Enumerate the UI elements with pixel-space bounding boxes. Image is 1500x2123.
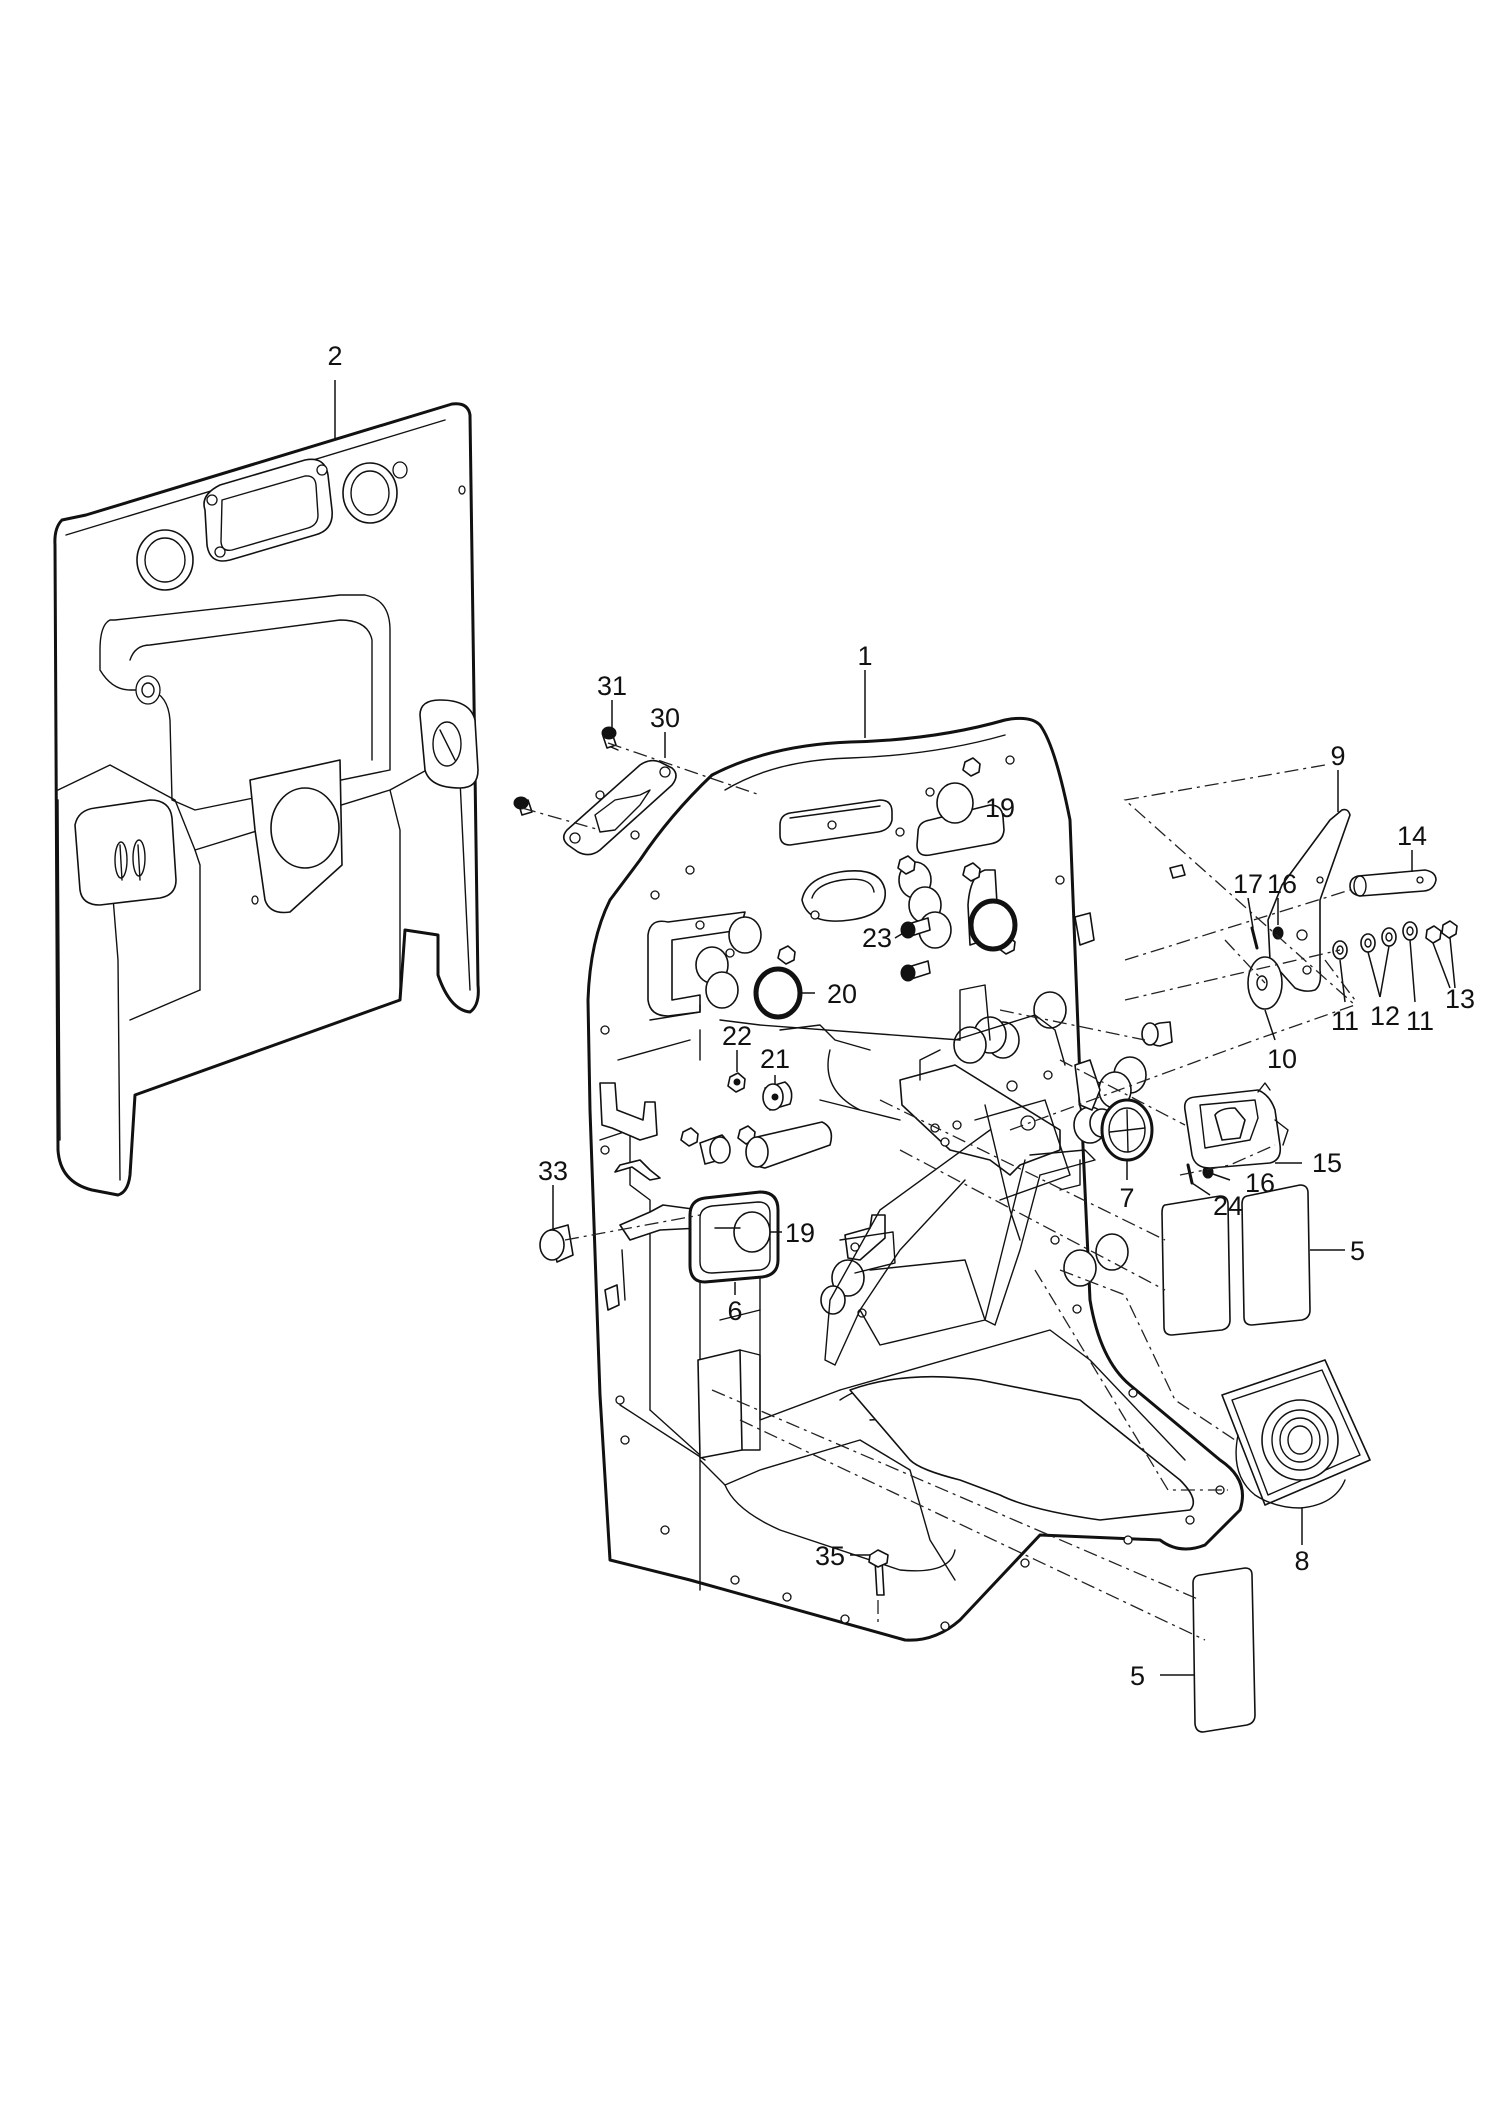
part-15-switch xyxy=(1141,1021,1289,1169)
callout-19-top: 19 xyxy=(985,793,1015,823)
part-31-screw-lower xyxy=(513,796,533,816)
callout-31: 31 xyxy=(597,671,627,701)
callout-12: 12 xyxy=(1370,1001,1400,1031)
callout-17: 17 xyxy=(1233,869,1263,899)
part-35-bolt xyxy=(868,1549,889,1596)
part-7-cover xyxy=(1100,1098,1154,1162)
callout-22: 22 xyxy=(722,1021,752,1051)
callout-10: 10 xyxy=(1267,1044,1297,1074)
part-6-plug-cover xyxy=(688,1190,780,1284)
part-17-pin xyxy=(1250,926,1259,950)
callout-33: 33 xyxy=(538,1156,568,1186)
part-22-nut xyxy=(727,1072,746,1093)
callout-2: 2 xyxy=(327,341,342,371)
part-11-12-13-washers xyxy=(1332,920,1458,960)
part-1-front-panel xyxy=(586,716,1244,1642)
callout-19-bottom: 19 xyxy=(785,1218,815,1248)
part-9-arm xyxy=(1267,808,1351,992)
callout-16-top: 16 xyxy=(1267,869,1297,899)
part-14-pin xyxy=(1349,869,1437,897)
callout-14: 14 xyxy=(1397,821,1427,851)
callout-9: 9 xyxy=(1330,741,1345,771)
callout-5-bottom: 5 xyxy=(1130,1661,1145,1691)
callout-20: 20 xyxy=(827,979,857,1009)
explode-lines xyxy=(521,742,1357,1641)
part-2-rear-cover xyxy=(53,402,480,1197)
leader-lines xyxy=(334,380,1456,1676)
callout-labels: 2 1 31 30 19 9 14 17 16 23 20 11 12 11 1… xyxy=(327,341,1475,1691)
callout-23: 23 xyxy=(862,923,892,953)
part-23-studs xyxy=(900,917,931,982)
part-21-bolts xyxy=(699,1081,793,1165)
part-19-plugs xyxy=(936,782,974,824)
callout-11-right: 11 xyxy=(1406,1006,1434,1036)
callout-6: 6 xyxy=(727,1296,742,1326)
part-31-screw xyxy=(601,726,619,751)
callout-35: 35 xyxy=(815,1541,845,1571)
callout-7: 7 xyxy=(1119,1183,1134,1213)
callout-1: 1 xyxy=(857,641,872,671)
callout-24: 24 xyxy=(1213,1191,1243,1221)
callout-15: 15 xyxy=(1312,1148,1342,1178)
part-5-pads xyxy=(1161,1184,1311,1733)
callout-30: 30 xyxy=(650,703,680,733)
part-30-mount-plate xyxy=(562,759,677,856)
part-8-boot xyxy=(1221,1359,1371,1509)
callout-11-left: 11 xyxy=(1331,1006,1359,1036)
callout-5-right: 5 xyxy=(1350,1236,1365,1266)
callout-16-bottom: 16 xyxy=(1245,1168,1275,1198)
callout-8: 8 xyxy=(1294,1546,1309,1576)
part-24-pin xyxy=(1186,1163,1194,1185)
part-33-bushing xyxy=(539,1224,574,1263)
callout-21: 21 xyxy=(760,1044,790,1074)
callout-13: 13 xyxy=(1445,984,1475,1014)
